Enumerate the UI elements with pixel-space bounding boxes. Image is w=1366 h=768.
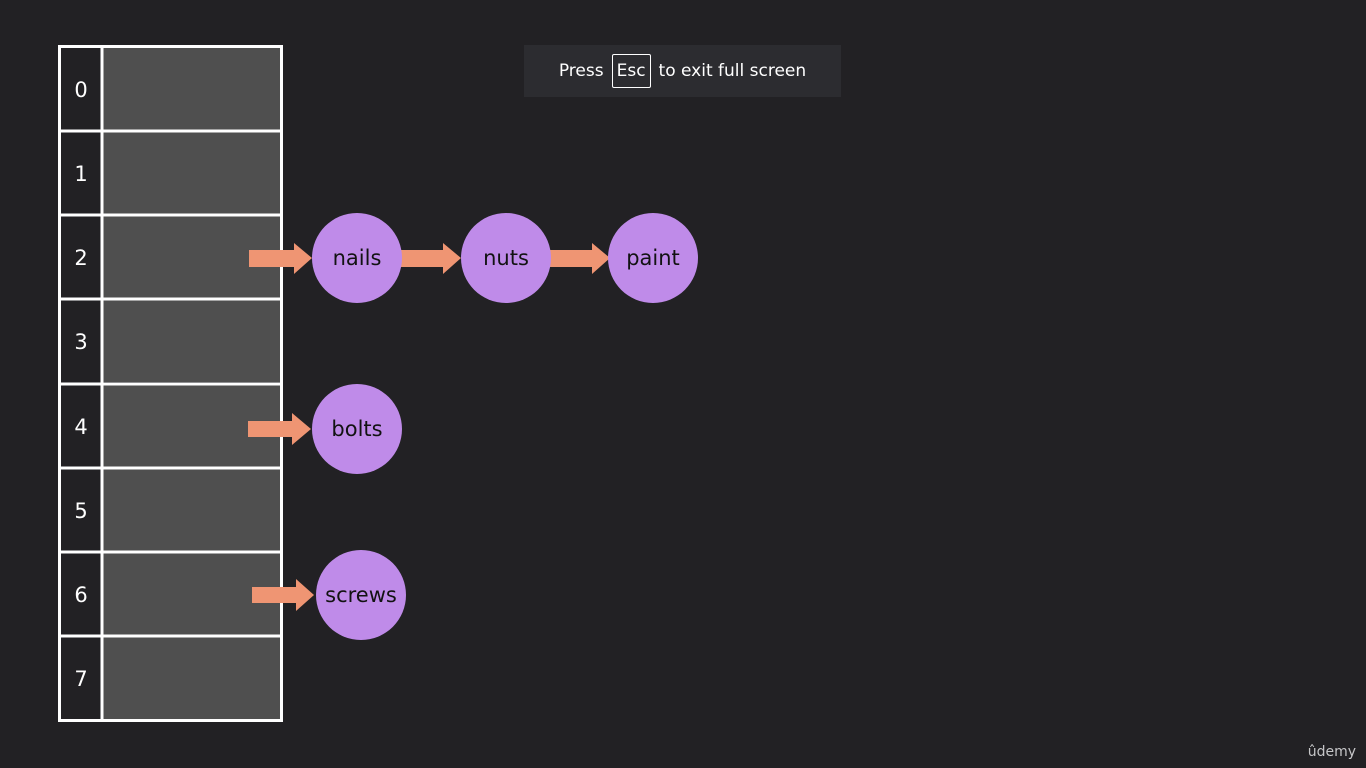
bucket-7: 7 <box>74 637 280 719</box>
bucket-6: 6 <box>74 553 280 635</box>
bucket-7-index: 7 <box>74 667 87 691</box>
node-nuts: nuts <box>461 213 551 303</box>
arrow-nails-to-nuts <box>400 243 461 274</box>
bucket-4-index: 4 <box>74 415 87 439</box>
bucket-6-cell <box>103 553 280 635</box>
bucket-7-cell <box>103 637 280 719</box>
bucket-1-index: 1 <box>74 162 87 186</box>
bucket-0: 0 <box>74 48 280 130</box>
arrow-bucket4-to-bolts <box>248 413 311 445</box>
bucket-5: 5 <box>74 469 280 551</box>
bucket-1: 1 <box>74 132 280 214</box>
bucket-1-cell <box>103 132 280 214</box>
node-circle <box>312 213 402 303</box>
node-label: bolts <box>331 417 382 441</box>
bucket-3: 3 <box>74 300 280 382</box>
bucket-0-index: 0 <box>74 78 87 102</box>
bucket-3-index: 3 <box>74 330 87 354</box>
bucket-5-index: 5 <box>74 499 87 523</box>
bucket-2-index: 2 <box>74 246 87 270</box>
node-bolts: bolts <box>312 384 402 474</box>
node-label: nails <box>333 246 382 270</box>
esc-key-badge: Esc <box>611 54 651 88</box>
node-circle <box>316 550 406 640</box>
bucket-0-cell <box>103 48 280 130</box>
arrow-bucket6-to-screws <box>252 579 314 611</box>
bucket-5-cell <box>103 469 280 551</box>
node-circle <box>312 384 402 474</box>
fullscreen-exit-notice: Press Esc to exit full screen <box>524 45 841 97</box>
node-nails: nails <box>312 213 402 303</box>
node-label: screws <box>325 583 397 607</box>
bucket-6-index: 6 <box>74 583 87 607</box>
node-circle <box>608 213 698 303</box>
arrow-nuts-to-paint <box>548 243 610 274</box>
node-paint: paint <box>608 213 698 303</box>
node-label: nuts <box>483 246 529 270</box>
notice-suffix: to exit full screen <box>658 61 807 81</box>
node-circle <box>461 213 551 303</box>
bucket-3-cell <box>103 300 280 382</box>
udemy-logo: ûdemy <box>1307 744 1356 760</box>
node-label: paint <box>626 246 680 270</box>
notice-prefix: Press <box>558 61 604 81</box>
node-screws: screws <box>316 550 406 640</box>
arrow-bucket2-to-nails <box>249 243 312 274</box>
